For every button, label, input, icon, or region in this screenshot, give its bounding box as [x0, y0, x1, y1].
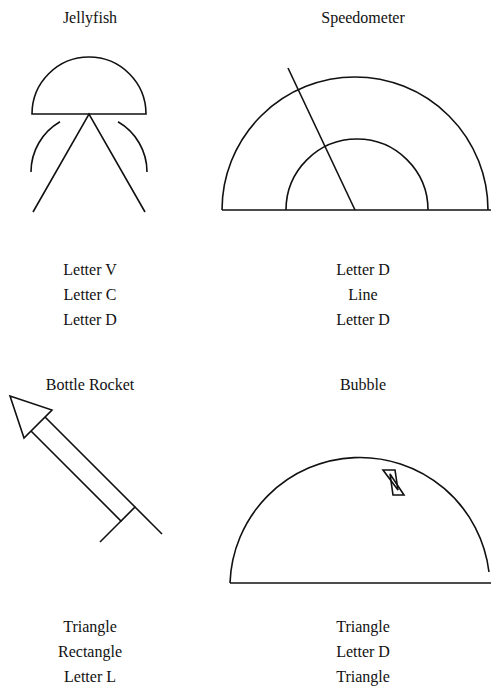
- component-label: Letter D: [336, 642, 390, 662]
- bubble-base: [230, 582, 491, 584]
- jellyfish-arc: [31, 122, 60, 172]
- component-label: Rectangle: [58, 642, 122, 662]
- bubble-arc: [230, 457, 489, 583]
- jellyfish-v: [33, 114, 145, 212]
- component-label: Letter V: [63, 260, 116, 280]
- bubble-glint: [390, 474, 404, 495]
- jellyfish-arc: [118, 122, 147, 172]
- jellyfish-dome: [32, 57, 146, 114]
- component-label: Letter D: [336, 310, 390, 330]
- rocket-foot: [100, 521, 121, 542]
- figure-title: Bubble: [340, 375, 386, 395]
- component-label: Triangle: [336, 667, 390, 687]
- component-label: Triangle: [336, 617, 390, 637]
- component-label: Line: [348, 285, 377, 305]
- speedometer-needle: [288, 68, 355, 210]
- figure-title: Speedometer: [321, 8, 405, 28]
- rocket-stick: [135, 507, 162, 534]
- rocket-body: [31, 417, 135, 521]
- component-label: Letter D: [63, 310, 117, 330]
- speedometer-inner-arc: [286, 139, 428, 210]
- component-label: Letter D: [336, 260, 390, 280]
- speedometer-outer-arc: [222, 77, 488, 210]
- component-label: Letter L: [64, 667, 116, 687]
- component-label: Letter C: [64, 285, 117, 305]
- speedometer-base: [222, 209, 491, 211]
- figure-title: Jellyfish: [63, 8, 117, 28]
- component-label: Triangle: [63, 617, 117, 637]
- figure-title: Bottle Rocket: [46, 375, 134, 395]
